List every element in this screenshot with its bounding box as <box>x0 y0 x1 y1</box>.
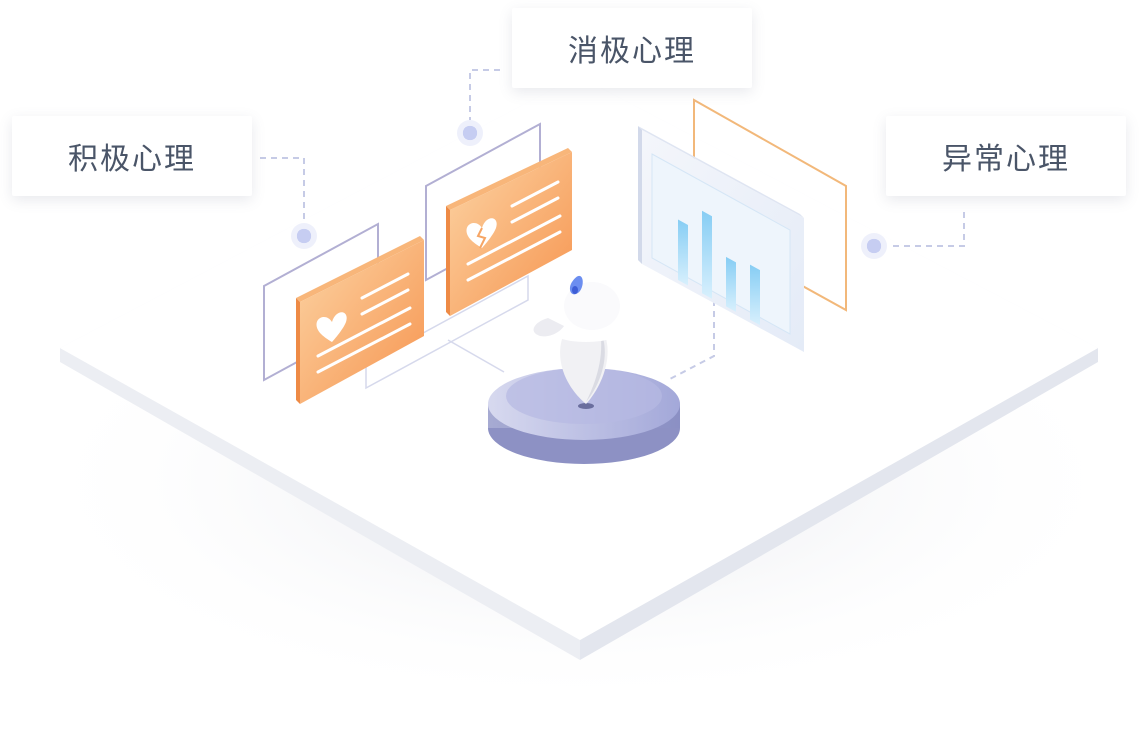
label-negative-psychology: 消极心理 <box>512 8 752 88</box>
robot-indicator-icon <box>569 275 583 295</box>
heart-icon <box>316 312 347 342</box>
abnormal-screen <box>638 126 804 352</box>
screen-bar <box>726 256 736 312</box>
positive-card <box>296 236 424 404</box>
screen-bar <box>750 264 760 326</box>
label-positive-text: 积极心理 <box>68 142 196 177</box>
connector-dot-positive <box>291 223 317 249</box>
label-abnormal-psychology: 异常心理 <box>886 116 1126 196</box>
guide-frame <box>365 274 529 390</box>
label-negative-text: 消极心理 <box>568 34 696 69</box>
screen-bar <box>678 219 688 286</box>
bar-chart-icon <box>678 210 760 326</box>
label-positive-psychology: 积极心理 <box>12 116 252 196</box>
broken-heart-icon <box>466 218 497 249</box>
negative-card <box>446 148 572 316</box>
connector-lines <box>260 69 965 381</box>
connector-dot-abnormal <box>861 233 887 259</box>
label-abnormal-text: 异常心理 <box>942 142 1070 177</box>
screen-bar <box>702 210 712 299</box>
connector-dot-negative <box>457 120 483 146</box>
robot-figure <box>533 275 622 404</box>
